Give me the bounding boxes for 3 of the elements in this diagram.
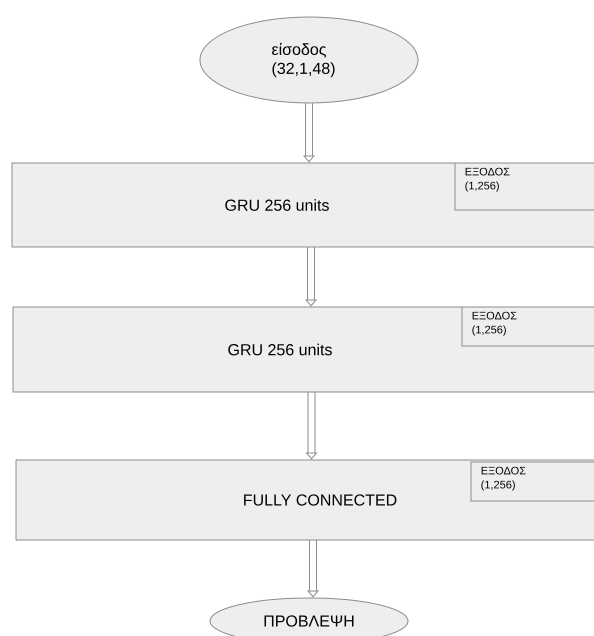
output-box: ΕΞΟΔΟΣ (1,256) bbox=[470, 462, 594, 502]
output-box: ΕΞΟΔΟΣ (1,256) bbox=[454, 162, 594, 210]
output-box: ΕΞΟΔΟΣ (1,256) bbox=[462, 306, 594, 346]
